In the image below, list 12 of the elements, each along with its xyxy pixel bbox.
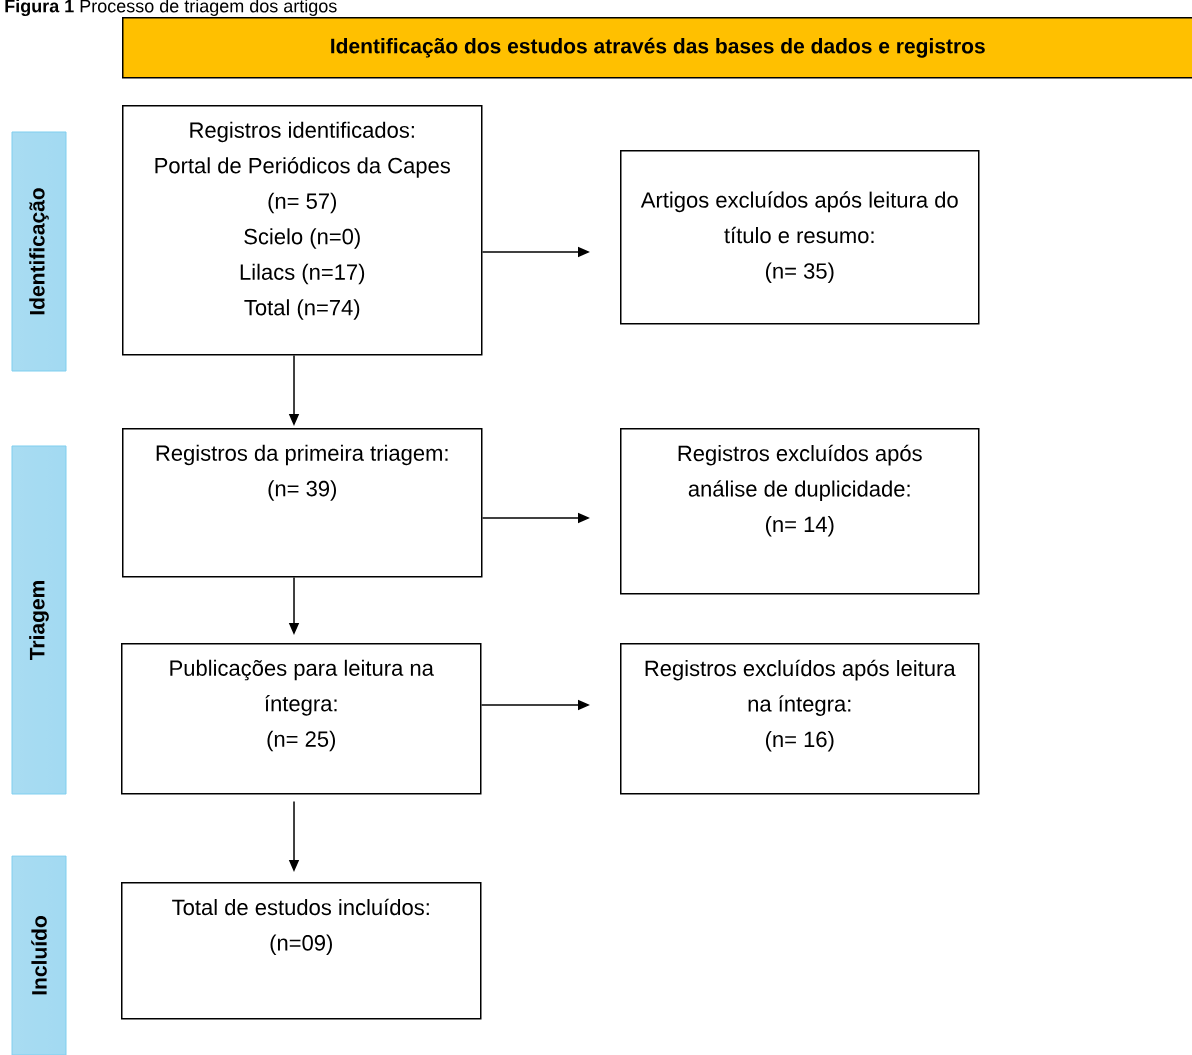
process-box: Artigos excluídos após leitura do título e resumo: (n= 35): [620, 150, 980, 325]
figure-title: Figura 1 Processo de triagem dos artigos: [5, 0, 337, 17]
stage-band: Identificação: [11, 131, 67, 372]
stage-band: Triagem: [11, 445, 67, 795]
header-band: Identificação dos estudos através das bases de dados e registros: [122, 17, 1192, 79]
stage-band: Incluído: [11, 855, 67, 1055]
process-box: Registros excluídos após análise de duplicidade: (n= 14): [620, 428, 980, 595]
process-box: Registros identificados: Portal de Periódicos da Capes (n= 57) Scielo (n=0) Lilacs (n=17) Total (n=74): [122, 105, 483, 356]
process-box: Publicações para leitura na íntegra: (n= 25): [121, 643, 482, 795]
process-box: Registros excluídos após leitura na íntegra: (n= 16): [620, 643, 980, 795]
process-box: Registros da primeira triagem: (n= 39): [122, 428, 483, 578]
process-box: Total de estudos incluídos: (n=09): [121, 882, 482, 1020]
